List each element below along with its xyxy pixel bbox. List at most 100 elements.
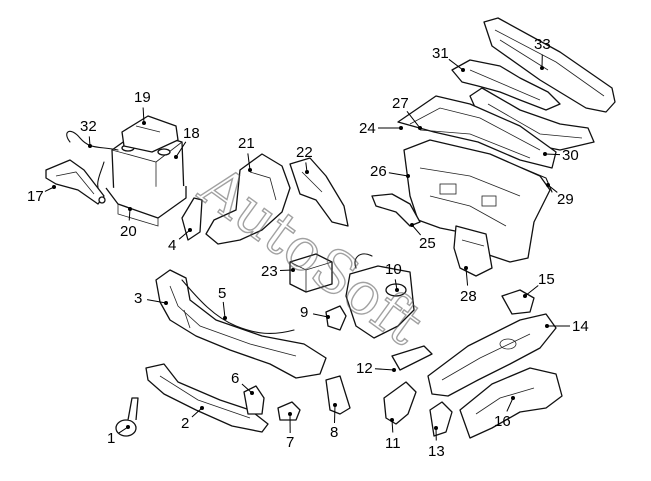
callout-anchor-dot [546, 183, 550, 187]
callout-anchor-dot [250, 391, 254, 395]
callout-9: 9 [300, 304, 330, 321]
callout-number: 31 [432, 45, 449, 62]
callout-number: 4 [168, 237, 176, 254]
part-7-bracket [277, 401, 301, 421]
part-33-cowl-panel [483, 17, 616, 113]
callout-anchor-dot [545, 324, 549, 328]
callout-number: 11 [385, 435, 401, 452]
callout-leader-line [374, 368, 395, 371]
callout-anchor-dot [200, 406, 204, 410]
part-11-lower-rail [383, 381, 417, 425]
callout-6: 6 [231, 370, 254, 395]
callout-number: 12 [356, 360, 373, 377]
callout-number: 1 [107, 430, 115, 447]
part-14-frame-rail [427, 313, 557, 397]
callout-26: 26 [370, 163, 410, 180]
callout-leader-line [241, 383, 253, 394]
callout-anchor-dot [511, 396, 515, 400]
part-25-bracket [371, 193, 421, 227]
callout-anchor-dot [523, 294, 527, 298]
callout-anchor-dot [288, 412, 292, 416]
callout-20: 20 [120, 207, 137, 240]
callout-leader-line [175, 141, 187, 158]
part-12-bracket [391, 345, 433, 371]
callout-number: 22 [296, 144, 313, 161]
callout-number: 17 [27, 188, 44, 205]
part-8-bracket [325, 375, 351, 415]
callout-27: 27 [392, 95, 422, 130]
callout-anchor-dot [392, 368, 396, 372]
callout-12: 12 [356, 360, 396, 377]
callout-7: 7 [286, 412, 294, 451]
callout-13: 13 [428, 426, 445, 460]
part-29-dash-edge [521, 167, 553, 193]
callout-leader-line [524, 285, 539, 297]
callout-anchor-dot [128, 207, 132, 211]
callout-leader-line [334, 404, 336, 424]
callout-number: 23 [261, 263, 278, 280]
callout-number: 30 [562, 147, 579, 164]
callout-number: 19 [134, 89, 151, 106]
callout-anchor-dot [126, 425, 130, 429]
callout-anchor-dot [333, 403, 337, 407]
part-10-washer-reservoir [345, 253, 415, 339]
callout-leader-line [448, 58, 464, 71]
callout-19: 19 [134, 89, 151, 125]
callout-leader-line [406, 110, 421, 129]
part-13-lower-rail [429, 401, 453, 437]
callout-31: 31 [432, 45, 465, 72]
part-19-battery-cover [121, 115, 179, 153]
callout-number: 6 [231, 370, 239, 387]
part-1-horn [115, 397, 139, 437]
callout-22: 22 [296, 144, 313, 174]
callout-number: 33 [534, 36, 551, 53]
callout-3: 3 [134, 290, 168, 307]
callout-anchor-dot [540, 66, 544, 70]
callout-number: 13 [428, 443, 445, 460]
callout-leader-line [411, 224, 422, 236]
callout-number: 20 [120, 223, 137, 240]
callout-anchor-dot [52, 185, 56, 189]
callout-24: 24 [359, 120, 403, 137]
callout-leader-line [391, 419, 394, 433]
callout-anchor-dot [434, 426, 438, 430]
part-28-dash-lower [453, 225, 493, 277]
part-26-bulkhead [403, 139, 551, 263]
callout-anchor-dot [461, 68, 465, 72]
callout-anchor-dot [406, 174, 410, 178]
part-3-radiator-support [155, 269, 327, 379]
callout-number: 15 [538, 271, 555, 288]
callout-anchor-dot [223, 316, 227, 320]
callout-anchor-dot [418, 126, 422, 130]
callout-number: 28 [460, 288, 477, 305]
callout-23: 23 [261, 263, 295, 280]
callout-anchor-dot [464, 266, 468, 270]
callout-anchor-dot [543, 152, 547, 156]
callout-number: 2 [181, 415, 189, 432]
callout-number: 7 [286, 434, 294, 451]
callout-number: 32 [80, 118, 97, 135]
part-9-washer-pump [325, 305, 347, 331]
callout-25: 25 [410, 223, 436, 252]
callout-leader-line [147, 299, 167, 304]
callout-10: 10 [385, 261, 402, 292]
part-31-cowl-bracket [451, 59, 561, 111]
callout-11: 11 [385, 418, 401, 452]
callout-18: 18 [174, 125, 200, 159]
callout-number: 26 [370, 163, 387, 180]
callout-leader-line [388, 172, 409, 177]
callout-number: 18 [183, 125, 200, 142]
part-6-bracket [243, 385, 265, 415]
callout-anchor-dot [395, 288, 399, 292]
callout-32: 32 [80, 118, 97, 148]
callout-number: 14 [572, 318, 589, 335]
callout-number: 24 [359, 120, 376, 137]
callout-4: 4 [168, 228, 192, 254]
callout-number: 10 [385, 261, 402, 278]
part-20-battery-tray [105, 186, 187, 227]
callout-number: 21 [238, 135, 255, 152]
callout-leader-line [544, 153, 561, 156]
callout-33: 33 [534, 36, 551, 70]
callout-number: 9 [300, 304, 308, 321]
